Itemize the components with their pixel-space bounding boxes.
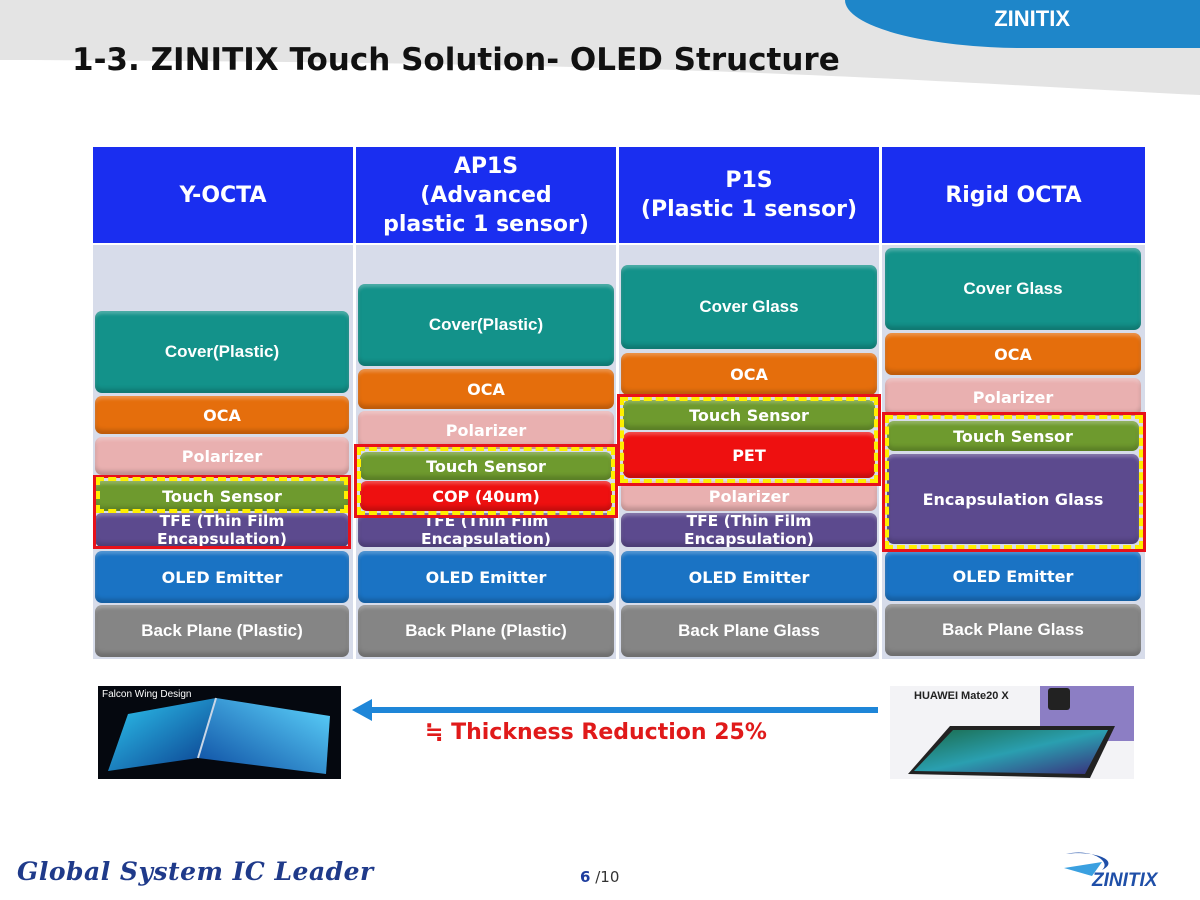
layer-touch-sensor: Touch Sensor	[95, 481, 349, 511]
layer-polarizer: Polarizer	[621, 481, 877, 511]
layer-oca: OCA	[358, 369, 614, 409]
brand-name: ZINITIX	[994, 6, 1070, 31]
layer-polarizer: Polarizer	[885, 378, 1141, 416]
highlight-dashed-box	[96, 477, 348, 513]
footer-slogan: Global System IC Leader	[17, 857, 374, 886]
column-header-p1s: P1S (Plastic 1 sensor)	[619, 147, 879, 243]
zinitix-logo: ZINITIX	[1062, 846, 1187, 892]
layer-oca: OCA	[95, 396, 349, 434]
page-total: /10	[595, 868, 620, 886]
layer-pet: PET	[623, 432, 875, 478]
column-header-ap1s: AP1S (Advanced plastic 1 sensor)	[356, 147, 616, 243]
highlight-dashed-box	[617, 394, 881, 486]
layer-tfe: TFE (Thin Film Encapsulation)	[358, 512, 614, 548]
layer-oled-emitter: OLED Emitter	[358, 551, 614, 603]
layer-tfe: TFE (Thin Film Encapsulation)	[95, 512, 349, 548]
layer-back-plane: Back Plane Glass	[621, 605, 877, 657]
oled-structure-table: Y-OCTA AP1S (Advanced plastic 1 sensor) …	[93, 147, 1146, 659]
layer-cover: Cover Glass	[621, 265, 877, 349]
arrow-line	[370, 707, 878, 713]
layer-cop: COP (40um)	[360, 481, 612, 511]
highlight-dashed-box	[882, 412, 1146, 552]
layer-oca: OCA	[885, 333, 1141, 375]
layer-cover: Cover(Plastic)	[358, 284, 614, 366]
logo-text: ZINITIX	[1092, 870, 1158, 891]
layer-polarizer: Polarizer	[358, 411, 614, 449]
layer-encapsulation-glass: Encapsulation Glass	[887, 454, 1139, 544]
layer-touch-sensor: Touch Sensor	[360, 452, 612, 480]
layer-tfe: TFE (Thin Film Encapsulation)	[621, 512, 877, 548]
foldable-phone-illustration	[108, 697, 330, 774]
layer-back-plane: Back Plane Glass	[885, 604, 1141, 656]
layer-back-plane: Back Plane (Plastic)	[358, 605, 614, 657]
thickness-reduction-text: ≒ Thickness Reduction 25%	[425, 720, 767, 745]
layer-cover: Cover Glass	[885, 248, 1141, 330]
column-header-rigid-octa: Rigid OCTA	[882, 147, 1145, 243]
layer-oca: OCA	[621, 353, 877, 395]
page-current: 6	[580, 868, 591, 886]
highlight-dashed-box	[354, 444, 618, 518]
page-title: 1-3. ZINITIX Touch Solution- OLED Struct…	[72, 42, 840, 78]
layer-cover: Cover(Plastic)	[95, 311, 349, 393]
phone-illustration	[908, 686, 1134, 778]
page-number: 6 /10	[580, 868, 619, 886]
falcon-wing-image: Falcon Wing Design	[98, 686, 341, 779]
layer-touch-sensor: Touch Sensor	[623, 400, 875, 430]
logo-swoosh-icon	[1064, 852, 1109, 876]
layer-oled-emitter: OLED Emitter	[95, 551, 349, 603]
layer-oled-emitter: OLED Emitter	[621, 551, 877, 603]
arrow-left-icon	[352, 699, 372, 721]
highlight-box	[93, 475, 351, 549]
image-caption: HUAWEI Mate20 X	[914, 690, 1009, 702]
layer-touch-sensor: Touch Sensor	[887, 421, 1139, 451]
column-header-y-octa: Y-OCTA	[93, 147, 353, 243]
layer-oled-emitter: OLED Emitter	[885, 551, 1141, 601]
huawei-phone-image: HUAWEI Mate20 X	[890, 686, 1134, 779]
image-caption: Falcon Wing Design	[102, 689, 192, 700]
layer-back-plane: Back Plane (Plastic)	[95, 605, 349, 657]
layer-polarizer: Polarizer	[95, 437, 349, 475]
